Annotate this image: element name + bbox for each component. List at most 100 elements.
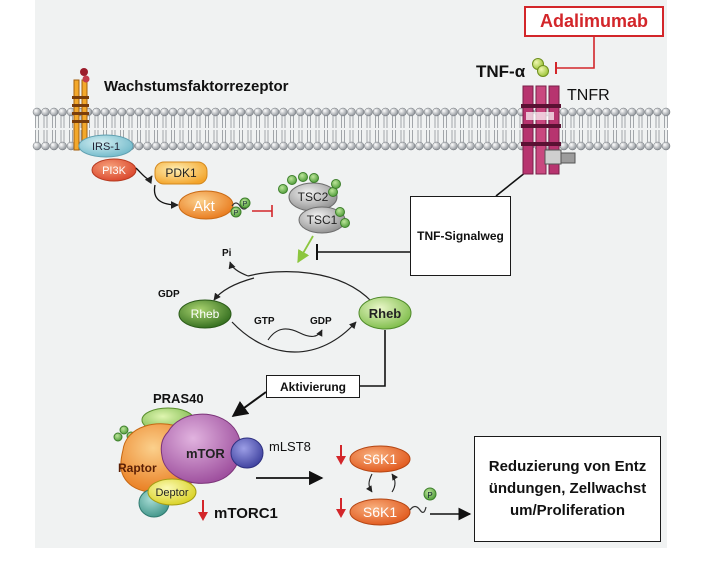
s6k1-linker (409, 505, 427, 513)
lipid-head (610, 141, 620, 151)
lipid-head (466, 141, 475, 151)
adalimumab-inhibits-tnf-line (556, 37, 595, 69)
lipid-tail (315, 130, 320, 142)
lipid-tail (468, 130, 473, 142)
lipid-tail (341, 130, 345, 142)
lipid-head (483, 107, 492, 117)
lipid-tail (664, 116, 668, 128)
lipid-head (262, 141, 271, 151)
s6k1-protein (349, 445, 411, 473)
phospho-site (309, 173, 319, 183)
lipid-tail (426, 116, 430, 128)
lipid-head (457, 107, 467, 117)
lipid-tail (188, 116, 192, 128)
lipid-tail (341, 116, 345, 128)
lipid-head (304, 141, 314, 151)
lipid-tail (604, 130, 609, 142)
lipid-tail (60, 116, 65, 128)
lipid-head (576, 107, 586, 117)
phospho-site (331, 179, 341, 189)
lipid-head (304, 107, 314, 117)
mtorc1-down-arrow-head (198, 512, 208, 521)
lipid-head (593, 107, 603, 117)
lipid-head (500, 141, 509, 151)
lipid-head (585, 107, 594, 117)
lipid-head (364, 107, 373, 117)
outcome-box: Reduzierung von Entzündungen, Zellwachst… (474, 436, 661, 542)
gdp-top-label: GDP (158, 289, 180, 300)
lipid-tail (179, 116, 184, 128)
lipid-head (143, 141, 152, 151)
lipid-tail (511, 116, 515, 128)
pi3k-to-pdk1-arrow (135, 167, 153, 185)
lipid-head (279, 141, 288, 151)
lipid-head (296, 141, 305, 151)
lipid-head (372, 141, 382, 151)
deptor-label: Deptor (155, 487, 188, 499)
lipid-head (415, 141, 424, 151)
rheb-gtp-protein (358, 296, 412, 330)
lipid-head (381, 141, 390, 151)
lipid-tail (587, 116, 592, 128)
s6k1-phosphorylation-arrow (365, 473, 373, 493)
lipid-head (109, 107, 118, 117)
lipid-tail (273, 130, 277, 142)
pras40-phospho-sites (113, 425, 136, 442)
lipid-tail (375, 130, 379, 142)
lipid-head (49, 107, 59, 117)
phospho-site (340, 218, 350, 228)
tnfr-label: TNFR (567, 87, 610, 104)
s6k1-dephosphorylation-arrow (391, 473, 399, 493)
growth-factor-receptor (72, 68, 90, 151)
lipid-head (389, 107, 399, 117)
lipid-tail (196, 130, 201, 142)
lipid-tail (596, 116, 600, 128)
lipid-tail (579, 116, 583, 128)
lipid-tail (409, 116, 413, 128)
mtor-label: mTOR (186, 446, 225, 461)
lipid-head (330, 141, 339, 151)
lipid-tail (443, 130, 447, 142)
pdk1-protein (154, 161, 208, 185)
lipid-tail (281, 130, 286, 142)
lipid-head (338, 107, 348, 117)
phospho-label: P (234, 210, 239, 217)
lipid-head (338, 141, 348, 151)
lipid-head (296, 107, 305, 117)
lipid-tail (298, 130, 303, 142)
lipid-tail (111, 116, 116, 128)
lipid-head (559, 107, 569, 117)
lipid-head (228, 141, 237, 151)
lipid-tail (239, 130, 243, 142)
lipid-tail (222, 116, 226, 128)
phospho-label: P (243, 201, 248, 208)
lipid-head (474, 141, 484, 151)
lipid-tail (647, 116, 651, 128)
mtor-protein (160, 413, 242, 484)
s6k1-top-label: S6K1 (363, 451, 397, 467)
lipid-head (202, 141, 212, 151)
lipid-head (644, 107, 654, 117)
lipid-head (449, 107, 458, 117)
lipid-tail (613, 116, 617, 128)
growth-factor-receptor-label: Wachstumsfaktorrezeptor (104, 78, 289, 95)
lipid-tail (451, 130, 456, 142)
lipid-head (143, 107, 152, 117)
phospho-site (239, 197, 251, 209)
lipid-tail (205, 116, 209, 128)
lipid-tail (137, 116, 141, 128)
lipid-head (568, 107, 577, 117)
irs1-label: IRS-1 (92, 141, 120, 153)
lipid-tail (502, 130, 507, 142)
lipid-tail (604, 116, 609, 128)
phospho-site (335, 207, 345, 217)
lipid-head (330, 107, 339, 117)
mtorc1-label: mTORC1 (214, 505, 278, 522)
lipid-tail (94, 116, 99, 128)
tsc-phospho-sites (278, 172, 350, 228)
lipid-head (483, 141, 492, 151)
lipid-head (211, 141, 220, 151)
lipid-tail (485, 116, 490, 128)
lipid-head (185, 107, 195, 117)
lipid-tail (256, 130, 260, 142)
